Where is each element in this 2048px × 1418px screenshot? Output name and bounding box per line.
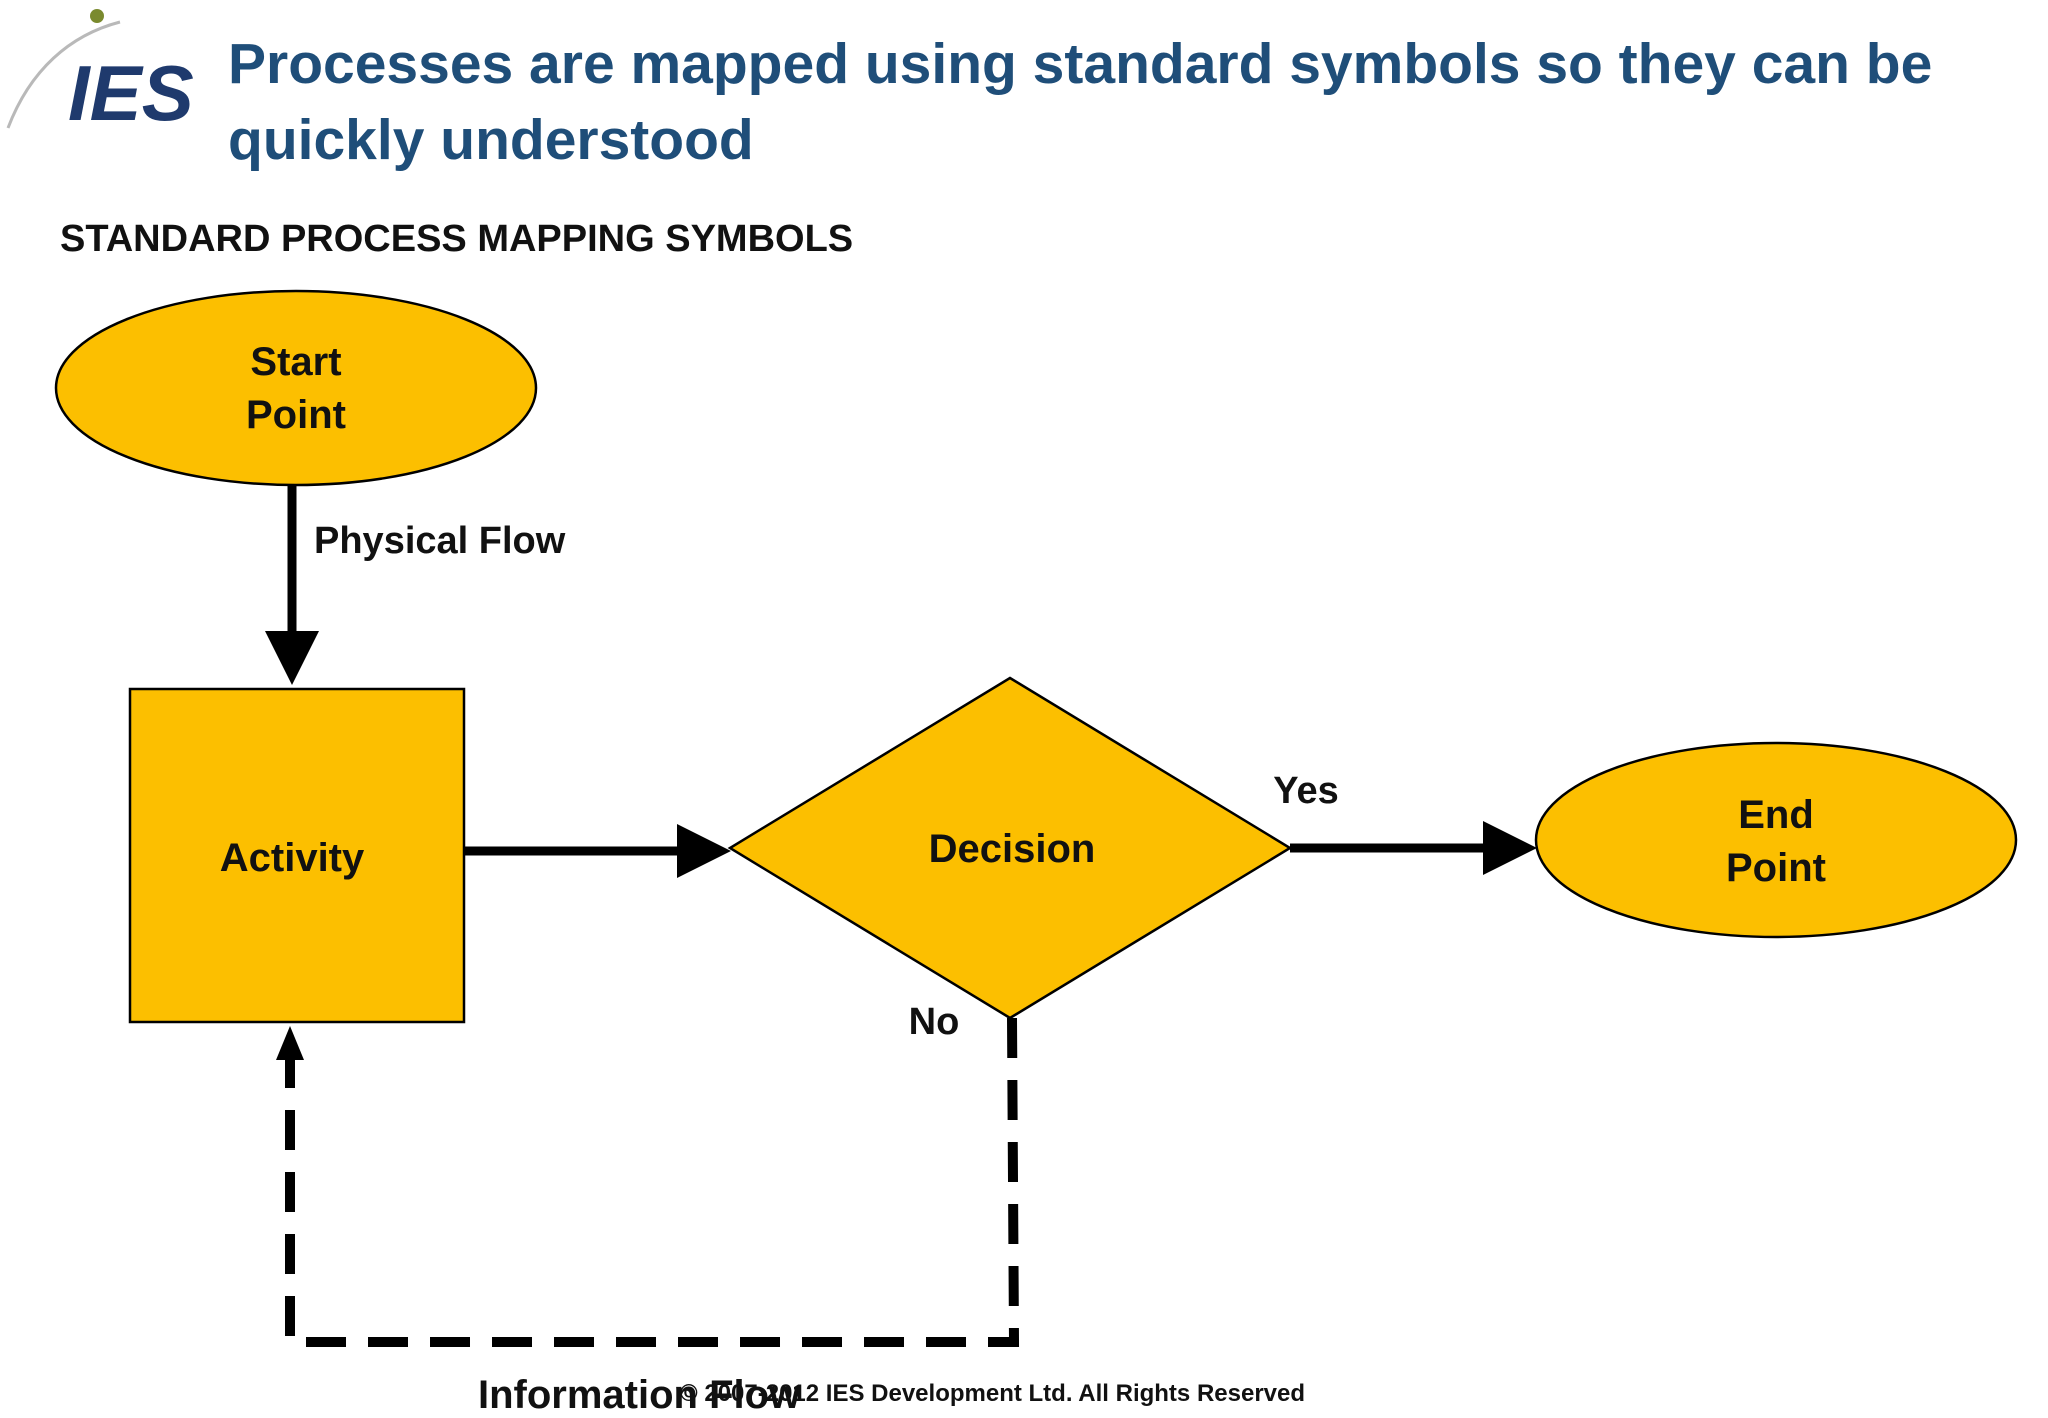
yes-label: Yes bbox=[1273, 770, 1339, 812]
information-flow-arrow bbox=[285, 1017, 1020, 1347]
start-point-label-2: Point bbox=[246, 393, 346, 437]
no-label: No bbox=[909, 1001, 960, 1043]
activity-box bbox=[128, 687, 466, 1024]
end-point-label-2: Point bbox=[1726, 846, 1826, 890]
end-point-label-1: End bbox=[1738, 793, 1814, 837]
copyright-footer: © 2007-2012 IES Development Ltd. All Rig… bbox=[680, 1380, 1306, 1407]
decision-label: Decision bbox=[929, 827, 1096, 871]
information-flow-arrowhead bbox=[276, 1026, 304, 1060]
slide-title: Processes are mapped using standard symb… bbox=[228, 32, 1933, 172]
section-heading: STANDARD PROCESS MAPPING SYMBOLS bbox=[60, 218, 854, 260]
physical-flow-label: Physical Flow bbox=[314, 520, 566, 562]
information-flow-label: Information Flow bbox=[478, 1373, 801, 1417]
end-point-ellipse bbox=[1534, 741, 2018, 939]
activity-label: Activity bbox=[220, 836, 365, 880]
ies-logo: IES bbox=[6, 9, 194, 137]
decision-diamond bbox=[727, 676, 1293, 1020]
ies-logo-text: IES bbox=[68, 49, 194, 137]
start-point-label-1: Start bbox=[250, 340, 341, 384]
start-point-ellipse bbox=[54, 289, 538, 487]
